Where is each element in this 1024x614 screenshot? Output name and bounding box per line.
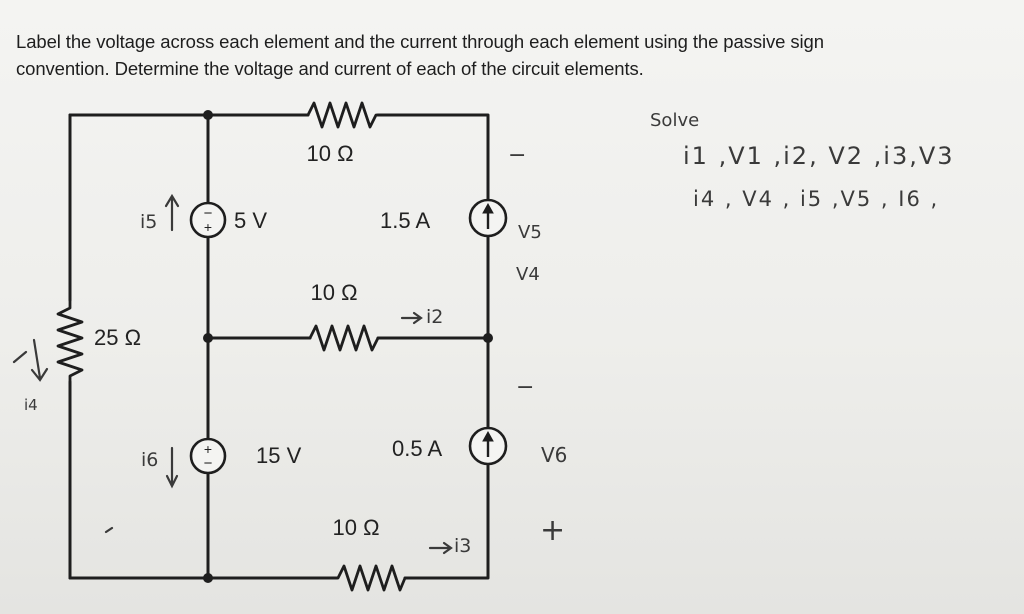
arrow-up-head-icon — [482, 202, 494, 214]
label-r-top: 10 Ω — [306, 141, 353, 166]
vs-5v-plus: + — [204, 219, 212, 235]
hand-arrow-i4-icon — [30, 338, 49, 382]
resistor-middle-10-ohm — [304, 324, 384, 352]
hand-i4: i4 — [24, 396, 38, 414]
node-bottom — [203, 573, 213, 583]
label-vs-5v: 5 V — [234, 208, 267, 233]
hand-i5: i5 — [140, 211, 157, 233]
label-cs-0-5a: 0.5 A — [392, 436, 442, 461]
hand-mark-left-icon — [12, 350, 114, 534]
label-r-left: 25 Ω — [94, 325, 141, 350]
wire-bottom-right — [403, 460, 490, 580]
hand-minus-mid: − — [516, 375, 534, 400]
hand-minus-top: − — [508, 143, 526, 168]
arrow-up-head-icon — [482, 430, 494, 442]
problem-line-1: Label the voltage across each element an… — [16, 31, 824, 52]
label-vs-15v: 15 V — [256, 443, 302, 468]
resistor-left-25-ohm — [56, 300, 84, 384]
problem-statement: Label the voltage across each element an… — [16, 28, 1006, 82]
hand-i2: i2 — [426, 306, 443, 328]
vs-15v-minus: − — [204, 455, 213, 472]
hand-v6: V6 — [541, 443, 567, 467]
hand-arrow-i3-icon — [428, 541, 453, 555]
hand-list-line-2: i4 , V4 , i5 ,V5 , I6 , — [693, 187, 939, 211]
vs-15v-plus: + — [204, 441, 212, 457]
vs-5v-minus: − — [204, 205, 213, 222]
hand-v5: V5 — [518, 222, 542, 243]
problem-line-2: convention. Determine the voltage and cu… — [16, 58, 644, 79]
label-r-bottom: 10 Ω — [332, 515, 379, 540]
voltage-source-5v — [189, 201, 227, 239]
node-top — [203, 110, 213, 120]
hand-arrow-i2-icon — [400, 311, 423, 325]
hand-plus-bottom: + — [540, 513, 565, 548]
node-mid-left — [203, 333, 213, 343]
node-mid-right — [483, 333, 493, 343]
resistor-top-10-ohm — [300, 101, 384, 129]
hand-arrow-i6-icon — [165, 446, 179, 489]
wire-top-right — [376, 113, 490, 202]
hand-i6: i6 — [141, 449, 158, 471]
voltage-source-15v — [189, 437, 227, 475]
label-cs-1-5a: 1.5 A — [380, 208, 430, 233]
hand-i3: i3 — [454, 535, 471, 557]
hand-list-line-1: i1 ,V1 ,i2, V2 ,i3,V3 — [683, 142, 955, 170]
label-r-middle: 10 Ω — [310, 280, 357, 305]
hand-v4: V4 — [516, 264, 540, 285]
resistor-bottom-10-ohm — [332, 564, 412, 592]
hand-solve: Solve — [650, 110, 699, 131]
hand-arrow-i5-icon — [164, 193, 180, 232]
